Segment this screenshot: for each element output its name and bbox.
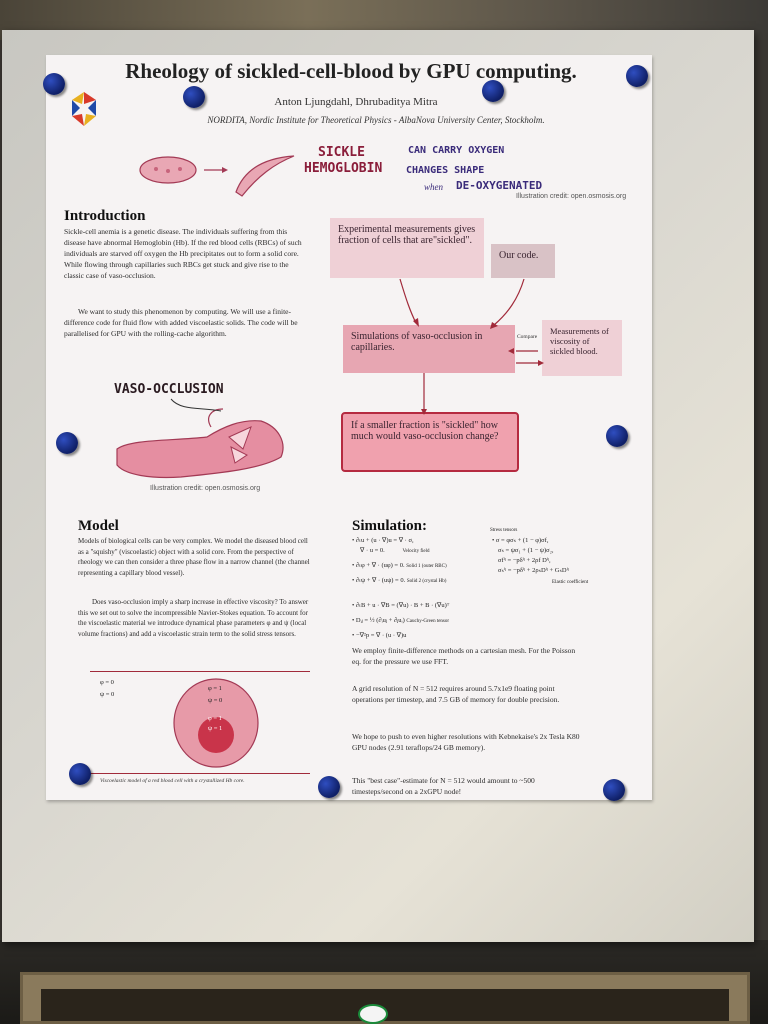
simulations-box: Simulations of vaso-occlusion in capilla…: [343, 325, 515, 373]
simulation-paragraph-4: This "best case"-estimate for N = 512 wo…: [352, 776, 535, 796]
note-deoxygenated: DE-OXYGENATED: [456, 179, 543, 192]
introduction-paragraph-1: Sickle-cell anemia is a genetic disease.…: [64, 227, 302, 280]
equation-psi: • ∂ₜψ + ∇ · (uψ) = 0. Solid 2 (crystal H…: [352, 577, 447, 584]
push-pin: [69, 763, 91, 785]
stress-equation-3: σfⁱʲ = −pδⁱʲ + 2ρf Dⁱʲ,: [498, 557, 551, 564]
sickle-label: SICKLE: [318, 145, 365, 160]
model-divider-top: [90, 671, 310, 672]
push-pin: [482, 80, 504, 102]
nordita-logo-icon: [72, 92, 96, 126]
experimental-box: Experimental measurements gives fraction…: [330, 218, 484, 278]
compare-label: Compare: [517, 334, 538, 340]
measurements-box: Measurements of viscosity of sickled blo…: [542, 320, 622, 376]
stress-tensors-label: Stress tensors: [490, 528, 518, 533]
question-box: If a smaller fraction is "sickled" how m…: [341, 412, 519, 472]
our-code-box: Our code.: [491, 244, 555, 278]
push-pin: [626, 65, 648, 87]
vaso-occlusion-illustration: [116, 398, 284, 479]
introduction-paragraph-2: We want to study this phenomenon by comp…: [64, 307, 298, 338]
psi-zero-inner-label: ψ = 0: [208, 697, 223, 704]
push-pin: [43, 73, 65, 95]
cell-model-diagram: [173, 678, 259, 768]
phi-one-label: φ = 1: [208, 685, 222, 692]
rbc-illustration: [139, 155, 295, 197]
marker-cap: [358, 1004, 388, 1024]
stress-equation-2: σₛ = ψσ₁ + (1 − ψ)σ₂,: [498, 547, 554, 554]
model-divider-bottom: [90, 773, 310, 774]
note-carry-oxygen: CAN CARRY OXYGEN: [408, 145, 505, 156]
equation-b: • ∂ₜB + u · ∇B = (∇u) · B + B · (∇u)ᵀ: [352, 602, 450, 609]
equation-phi: • ∂ₜφ + ∇ · (uφ) = 0. Solid 1 (outer RBC…: [352, 562, 447, 569]
poster-authors: Anton Ljungdahl, Dhrubaditya Mitra: [274, 96, 438, 108]
poster-title: Rheology of sickled-cell-blood by GPU co…: [125, 59, 577, 83]
model-paragraph-2: Does vaso-occlusion imply a sharp increa…: [78, 598, 309, 638]
hemoglobin-label: HEMOGLOBIN: [304, 161, 383, 176]
equation-momentum: • ∂ₜu + (u · ∇)u = ∇ · σ,: [352, 537, 414, 544]
marker-tray: [20, 972, 750, 1024]
flowchart-arrows: [399, 278, 544, 415]
psi-zero-label: ψ = 0: [100, 691, 115, 698]
illustration-credit: Illustration credit: open.osmosis.org: [516, 193, 627, 200]
poster-institution: NORDITA, Nordic Institute for Theoretica…: [207, 115, 545, 125]
note-when: when: [424, 182, 443, 192]
vaso-occlusion-label: VASO-OCCLUSION: [114, 382, 224, 397]
stress-equation-4: σₛⁱʲ = −pδⁱʲ + 2ρₛDⁱʲ + GₛDⁱʲ: [498, 567, 569, 574]
simulation-paragraph-1: We employ finite-difference methods on a…: [352, 646, 576, 666]
poster: Rheology of sickled-cell-blood by GPU co…: [46, 55, 652, 800]
stress-equation-1: • σ = φσₛ + (1 − φ)σf,: [492, 537, 549, 544]
note-changes-shape: CHANGES SHAPE: [406, 165, 485, 176]
push-pin: [606, 425, 628, 447]
equation-d: • Dᵢⱼ = ½ (∂ᵢuⱼ + ∂ⱼuᵢ) Cauchy-Green ten…: [352, 617, 450, 624]
simulation-paragraph-3: We hope to push to even higher resolutio…: [352, 732, 580, 752]
equation-poisson: • −∇²p = ∇ · (u · ∇)u: [352, 632, 407, 639]
phi-zero-label: φ = 0: [100, 679, 114, 686]
psi-one-core-label: ψ = 1: [208, 725, 223, 732]
push-pin: [183, 86, 205, 108]
elastic-coefficient-label: Elastic coefficient: [552, 580, 589, 585]
vaso-credit: Illustration credit: open.osmosis.org: [150, 485, 261, 492]
simulation-paragraph-2: A grid resolution of N = 512 requires ar…: [352, 684, 560, 704]
model-paragraph-1: Models of biological cells can be very c…: [78, 537, 310, 577]
introduction-heading: Introduction: [64, 208, 146, 224]
equation-incompressibility: ∇ · u = 0. Velocity field: [360, 547, 430, 554]
model-heading: Model: [78, 518, 119, 534]
push-pin: [56, 432, 78, 454]
simulation-heading: Simulation:: [352, 518, 428, 534]
model-caption: Viscoelastic model of a red blood cell w…: [100, 778, 245, 784]
push-pin: [603, 779, 625, 801]
phi-one-core-label: φ = 1: [208, 715, 222, 722]
push-pin: [318, 776, 340, 798]
